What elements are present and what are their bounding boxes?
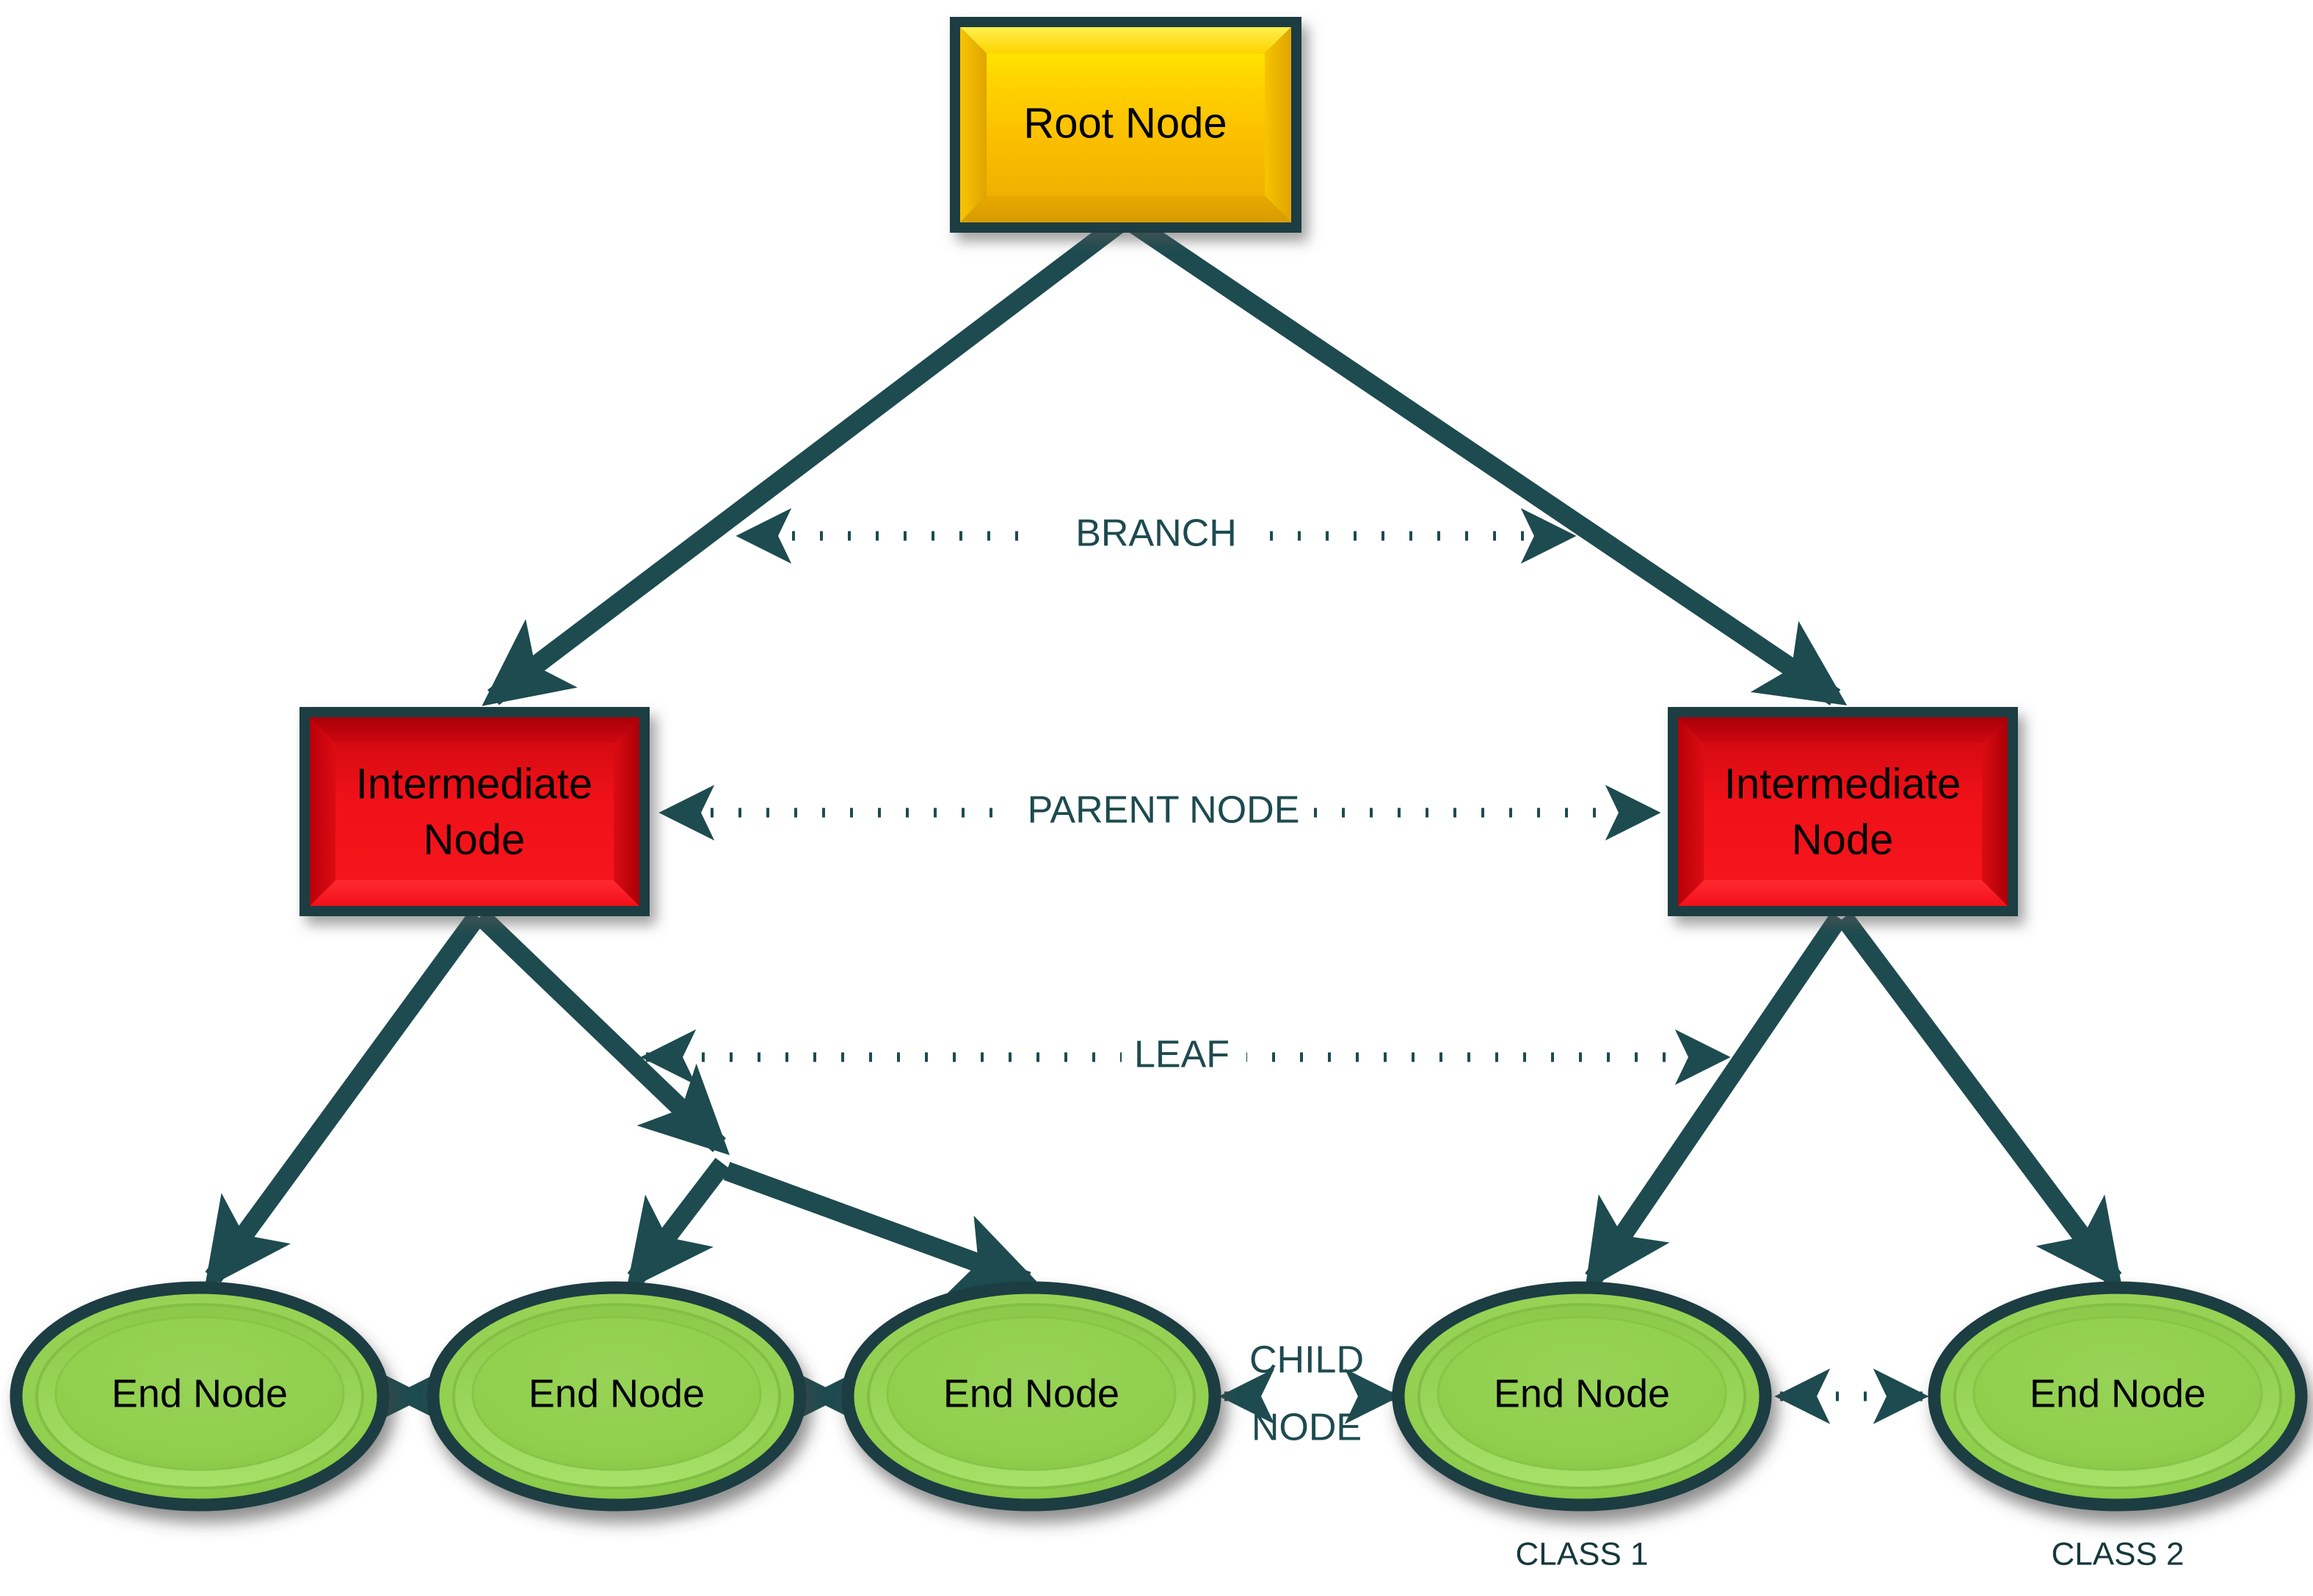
root-node[interactable]: Root Node xyxy=(950,17,1301,233)
intermediate-node-right-face xyxy=(1704,743,1982,880)
edge-intermediate-right-to-end-4 xyxy=(1585,912,1847,1291)
intermediate-node-right-bevel-right xyxy=(1982,717,2008,906)
class-1-label: CLASS 1 xyxy=(1516,1537,1649,1573)
annotation-labels: BRANCH PARENT NODE LEAF CHILD NODE xyxy=(1017,507,1364,1449)
intermediate-node-left-face xyxy=(335,743,614,880)
leaf-label: LEAF xyxy=(1134,1034,1230,1076)
edge-root-to-intermediate-right xyxy=(1122,212,1848,705)
intermediate-node-left-bevel-right xyxy=(614,717,639,906)
end-node-4[interactable]: End Node xyxy=(1392,1281,1772,1512)
child-node-label-line2: NODE xyxy=(1252,1407,1362,1449)
parent-node-label-backdrop xyxy=(1017,783,1314,842)
intermediate-node-left-bevel-bottom xyxy=(310,880,639,906)
root-node-bevel-left xyxy=(960,27,987,222)
end-node-3-inner xyxy=(886,1316,1177,1471)
intermediate-node-left-bevel-left xyxy=(310,717,335,906)
intermediate-node-left[interactable]: Intermediate Node xyxy=(299,707,650,916)
root-node-bevel-bottom xyxy=(960,196,1291,222)
branch-label: BRANCH xyxy=(1075,512,1237,555)
edge-intermediate-left-to-end-1 xyxy=(204,910,485,1289)
root-node-face xyxy=(987,54,1265,196)
end-node-5[interactable]: End Node xyxy=(1928,1281,2308,1512)
child-node-label-line1: CHILD xyxy=(1249,1339,1364,1382)
intermediate-node-right-bevel-top xyxy=(1678,717,2008,743)
end-node-5-inner xyxy=(1972,1316,2263,1471)
end-node-2[interactable]: End Node xyxy=(426,1281,807,1512)
end-node-4-inner xyxy=(1437,1316,1727,1471)
branch-label-backdrop xyxy=(1042,507,1270,565)
edge-junction-to-end-3 xyxy=(723,1161,1042,1296)
root-node-bevel-right xyxy=(1265,27,1291,222)
intermediate-node-right-bevel-bottom xyxy=(1678,880,2008,906)
parent-node-label: PARENT NODE xyxy=(1028,789,1300,832)
edge-junction-to-end-2 xyxy=(626,1158,731,1291)
edge-intermediate-left-to-junction xyxy=(473,909,730,1156)
class-2-label: CLASS 2 xyxy=(2052,1537,2185,1573)
edge-intermediate-right-to-end-5 xyxy=(1836,912,2123,1291)
intermediate-node-right-bevel-left xyxy=(1678,717,1704,906)
intermediate-node-right[interactable]: Intermediate Node xyxy=(1668,707,2018,916)
end-node-3[interactable]: End Node xyxy=(841,1281,1221,1512)
end-node-1-inner xyxy=(54,1316,345,1471)
root-node-bevel-top xyxy=(960,27,1291,54)
annotation-connectors xyxy=(640,508,1731,1085)
edge-root-to-intermediate-left xyxy=(482,212,1130,706)
end-node-2-inner xyxy=(471,1316,762,1471)
tree-edges xyxy=(204,212,2123,1296)
end-node-1[interactable]: End Node xyxy=(10,1281,390,1512)
leaf-label-backdrop xyxy=(1122,1028,1246,1087)
intermediate-node-left-bevel-top xyxy=(310,717,639,743)
class-labels: CLASS 1 CLASS 2 xyxy=(1516,1537,2185,1573)
